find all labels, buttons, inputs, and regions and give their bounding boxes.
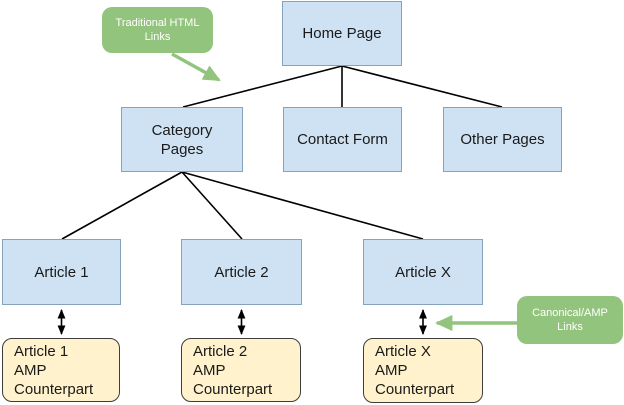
node-article-x-amp-counterpart: Article X AMP Counterpart (363, 338, 483, 403)
node-article-2: Article 2 (181, 239, 302, 305)
node-other-pages: Other Pages (443, 107, 562, 172)
node-article-x: Article X (363, 239, 483, 305)
connector-category-to-article2 (181, 171, 243, 240)
node-article-2-amp-counterpart: Article 2 AMP Counterpart (181, 338, 301, 402)
connector-category-to-article1 (61, 171, 183, 240)
node-home-page: Home Page (282, 1, 402, 66)
node-label: Home Page (302, 25, 382, 42)
node-label: Article X AMP Counterpart (375, 343, 455, 398)
node-label: Article 2 AMP Counterpart (193, 342, 273, 398)
node-article-1: Article 1 (2, 239, 121, 305)
annotation-label: Traditional HTML Links (115, 17, 200, 43)
annotation-traditional-html-links: Traditional HTML Links (102, 7, 213, 53)
connector-category-to-articlex (181, 171, 424, 240)
connector-home-to-category (182, 65, 343, 108)
traditional-links-arrow-icon (171, 52, 221, 82)
node-label: Other Pages (460, 131, 545, 148)
node-label: Article 1 AMP Counterpart (14, 342, 94, 398)
annotation-label: Canonical/AMP Links (532, 307, 608, 333)
node-article-1-amp-counterpart: Article 1 AMP Counterpart (2, 338, 120, 402)
node-label: Article X (395, 263, 451, 281)
node-label: Article 1 (34, 263, 89, 281)
connector-home-to-other (341, 65, 503, 108)
node-category-pages: Category Pages (121, 107, 243, 172)
node-label: Article 2 (214, 263, 269, 281)
node-label: Category Pages (151, 121, 213, 158)
node-label: Contact Form (297, 131, 388, 148)
node-contact-form: Contact Form (283, 107, 402, 172)
annotation-canonical-amp-links: Canonical/AMP Links (517, 296, 623, 344)
